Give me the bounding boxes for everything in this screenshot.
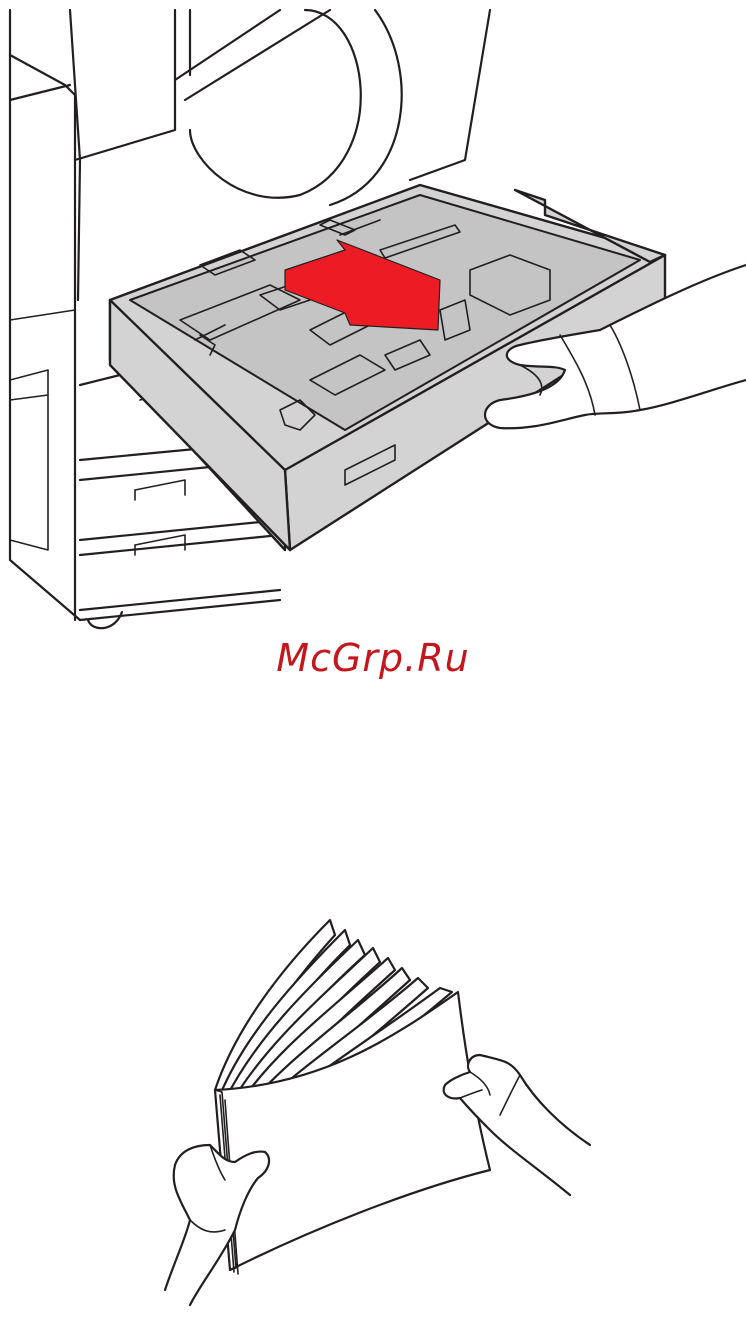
fanning-paper-illustration (0, 900, 746, 1317)
watermark-text: McGrp.Ru (0, 636, 746, 680)
drawer-pull-out-illustration (0, 0, 746, 640)
